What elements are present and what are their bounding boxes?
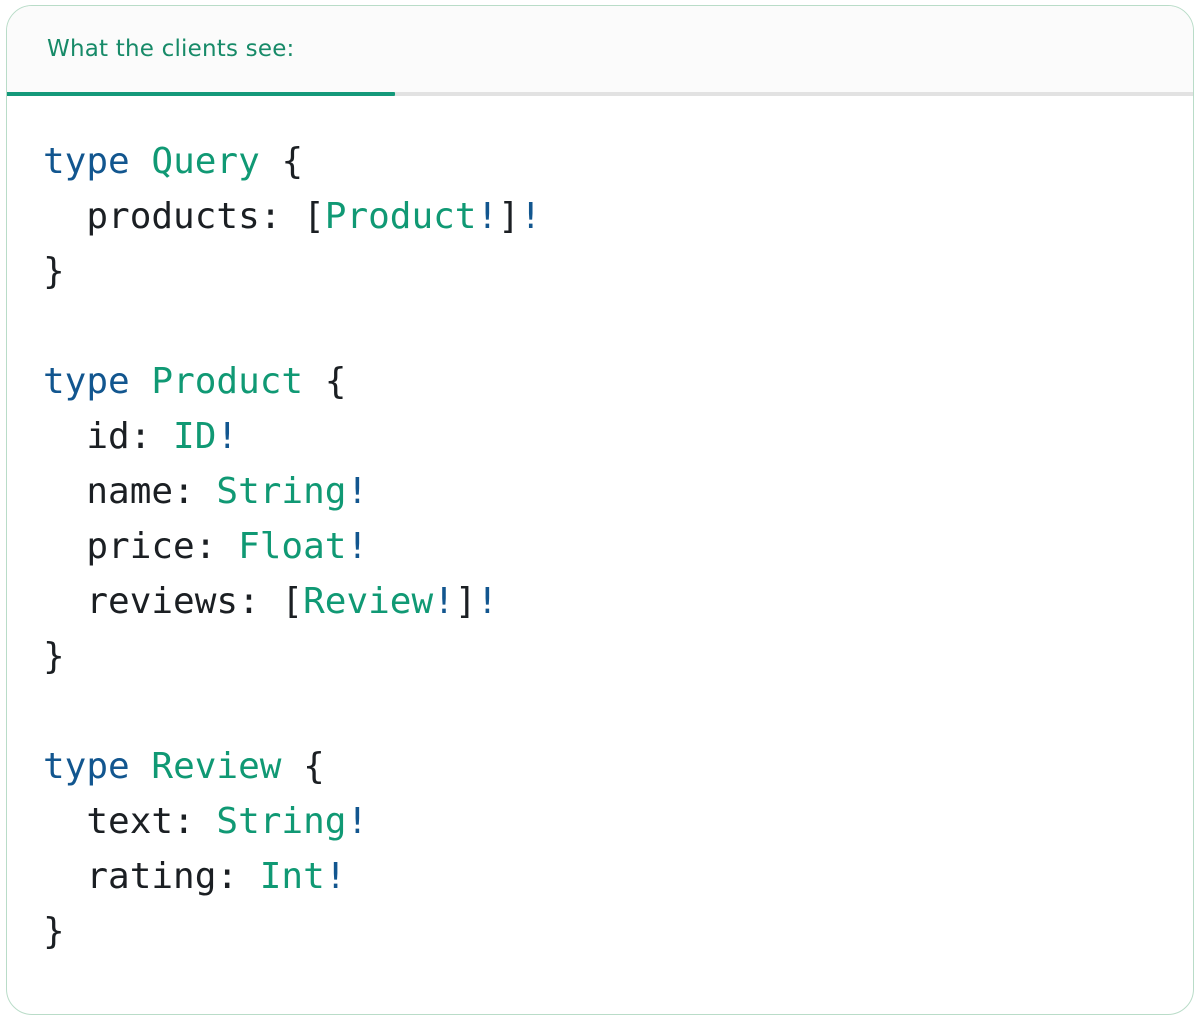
code-line (43, 299, 1157, 354)
code-token: products: [ (43, 196, 325, 237)
code-token: ! (476, 196, 499, 237)
code-token: ! (476, 581, 499, 622)
code-token: ! (346, 526, 369, 567)
code-token: Float (238, 526, 347, 567)
code-token: { (303, 361, 347, 402)
code-line (43, 684, 1157, 739)
code-token: Review (151, 746, 282, 787)
tab-clients-view[interactable]: What the clients see: (47, 6, 295, 92)
code-token: Query (151, 141, 260, 182)
code-token: { (259, 141, 304, 182)
code-line: reviews: [Review!]! (43, 574, 1157, 629)
code-line: type Review { (43, 739, 1157, 794)
graphql-schema-code: type Query { products: [Product!]!}type … (7, 96, 1193, 997)
code-line: id: ID! (43, 409, 1157, 464)
code-token: } (43, 251, 65, 292)
code-token: Int (259, 856, 325, 897)
code-line: } (43, 244, 1157, 299)
code-token: } (43, 636, 65, 677)
code-token (130, 746, 152, 787)
code-token: ! (346, 471, 369, 512)
code-token: Review (303, 581, 434, 622)
code-token: id: (43, 416, 174, 457)
code-token: name: (43, 471, 217, 512)
active-tab-underline (7, 92, 395, 96)
code-line: products: [Product!]! (43, 189, 1157, 244)
code-token: text: (43, 801, 217, 842)
tab-bar: What the clients see: (7, 6, 1193, 96)
code-token: ! (324, 856, 347, 897)
code-line: type Product { (43, 354, 1157, 409)
code-token: ! (433, 581, 455, 622)
code-token: ] (498, 196, 520, 237)
tab-label: What the clients see: (47, 36, 295, 62)
code-token: String (216, 801, 347, 842)
code-line: price: Float! (43, 519, 1157, 574)
code-line: rating: Int! (43, 849, 1157, 904)
code-token: ID (173, 416, 217, 457)
code-line: text: String! (43, 794, 1157, 849)
code-token: } (43, 911, 65, 952)
code-line: name: String! (43, 464, 1157, 519)
code-token: type (43, 141, 130, 182)
code-line: } (43, 904, 1157, 959)
code-token: Product (151, 361, 304, 402)
code-token: ! (216, 416, 239, 457)
code-token: { (281, 746, 325, 787)
code-token: rating: (43, 856, 260, 897)
code-token: price: (43, 526, 239, 567)
code-token: ! (519, 196, 542, 237)
code-token: reviews: [ (43, 581, 304, 622)
code-token (130, 361, 152, 402)
code-token: Product (324, 196, 477, 237)
code-token: type (43, 361, 130, 402)
code-token: String (216, 471, 347, 512)
code-token: ] (454, 581, 477, 622)
code-token: type (43, 746, 130, 787)
code-token (130, 141, 152, 182)
code-panel-card: What the clients see: type Query { produ… (6, 5, 1194, 1015)
code-token: ! (346, 801, 369, 842)
code-line: } (43, 629, 1157, 684)
code-line: type Query { (43, 134, 1157, 189)
